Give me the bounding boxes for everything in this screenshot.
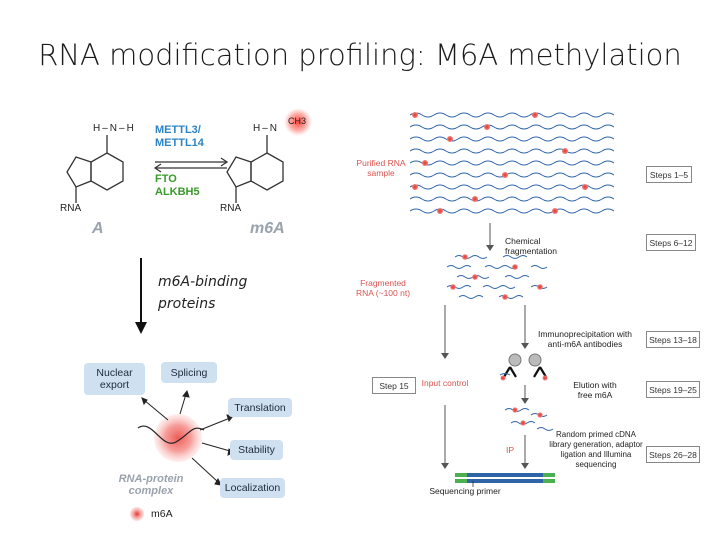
steps-13-18-box: Steps 13–18: [646, 331, 700, 348]
label-ip: IP: [506, 445, 515, 455]
binding-proteins-label: m6A-binding proteins: [158, 271, 247, 315]
rna-protein-complex-label: RNA-protein complex: [118, 473, 184, 497]
fates-diagram: [130, 389, 236, 521]
adenine-structure-right: [226, 135, 284, 203]
label-a: A: [92, 220, 104, 237]
purified-rna-strands: [409, 112, 615, 214]
m6a-legend-label: m6A: [151, 508, 173, 520]
adenine-structure-left: [66, 135, 124, 203]
steps-1-5-box: Steps 1–5: [646, 166, 692, 183]
label-immunoprecipitation: Immunoprecipitation with anti-m6A antibo…: [537, 329, 632, 349]
methyl-group-label: CH3: [288, 116, 307, 126]
eraser-fto: FTO: [155, 173, 177, 185]
steps-19-25-box: Steps 19–25: [646, 381, 700, 398]
label-fragmented-rna: Fragmented RNA (~100 nt): [355, 278, 411, 298]
protocol-diagram: [409, 112, 615, 487]
step-15-box: Step 15: [372, 377, 416, 394]
methyl-highlight: [284, 108, 312, 136]
fate-nuclear-export: Nuclear export: [84, 363, 145, 395]
label-purified-rna: Purified RNA sample: [356, 158, 406, 178]
binding-line-1: m6A-binding: [158, 274, 248, 290]
fate-stability: Stability: [230, 440, 283, 460]
binding-line-2: proteins: [158, 296, 216, 312]
nh2-group-left: H – N – H: [93, 123, 134, 134]
label-m6a: m6A: [250, 220, 285, 237]
label-sequencing-primer: Sequencing primer: [429, 486, 501, 496]
label-elution: Elution with free m6A: [573, 380, 617, 400]
fate-localization: Localization: [220, 478, 285, 498]
steps-6-12-box: Steps 6–12: [646, 234, 696, 251]
writer-mettl3: METTL3/: [155, 124, 201, 136]
reaction-arrows: [153, 157, 229, 173]
eraser-alkbh5: ALKBH5: [155, 186, 200, 198]
nh-group-right: H – N: [253, 123, 278, 134]
writer-mettl14: METTL14: [155, 137, 204, 149]
complex-rna-strand: [137, 425, 205, 444]
binding-arrow: [135, 258, 147, 334]
steps-26-28-box: Steps 26–28: [646, 446, 700, 463]
eluted-rna-strands: [504, 408, 554, 431]
fragmented-rna-strands: [446, 255, 548, 299]
fate-arrows: [141, 389, 236, 486]
rna-protein-complex-blob: [154, 414, 202, 462]
fate-splicing: Splicing: [161, 362, 217, 383]
writer-enzymes: METTL3/ METTL14: [155, 124, 204, 150]
fragmented-m6a-sites: [450, 254, 543, 300]
m6a-legend-dot: [130, 507, 144, 521]
rna-label-left: RNA: [60, 203, 82, 214]
adenine-structures: [66, 108, 312, 203]
label-chemical-fragmentation: Chemical fragmentation: [505, 236, 557, 256]
label-library-generation: Random primed cDNA library generation, a…: [549, 430, 643, 469]
sequencing-reads: [455, 473, 555, 487]
purified-m6a-sites: [412, 112, 588, 214]
slide-title: RNA modification profiling: M6A methylat…: [38, 38, 682, 72]
eraser-enzymes: FTO ALKBH5: [155, 173, 200, 199]
label-input-control: Input control: [421, 378, 469, 388]
fate-translation: Translation: [228, 398, 292, 417]
rna-label-right: RNA: [220, 203, 242, 214]
antibody-beads: [499, 353, 548, 381]
